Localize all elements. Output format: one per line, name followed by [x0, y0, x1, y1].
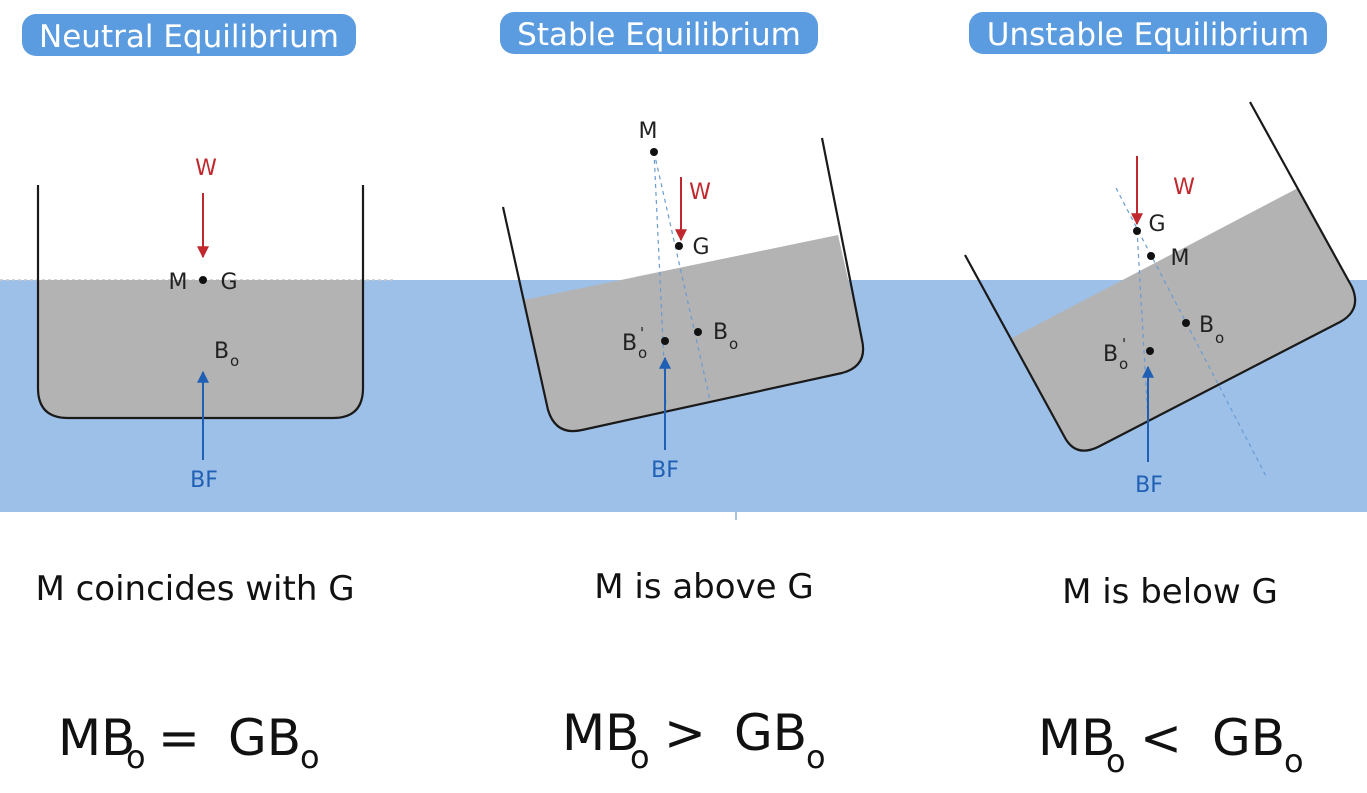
label-b1-stable: B [622, 331, 637, 356]
point-mg-neutral [199, 276, 207, 284]
point-g-unstable [1133, 227, 1141, 235]
formula-right-sub-stable: o [806, 738, 826, 776]
formula-left-neutral: MB [58, 709, 135, 767]
point-b0-stable [694, 328, 702, 336]
title-neutral: Neutral Equilibrium [39, 19, 339, 55]
label-b1-sub-unstable: o [1119, 355, 1128, 373]
panel-neutral: Neutral Equilibrium W M G B o BF M coinc… [22, 14, 365, 776]
caption-stable: M is above G [594, 567, 814, 607]
panel-unstable: Unstable Equilibrium W G M B o B ' o BF … [964, 12, 1357, 780]
formula-left-unstable: MB [1038, 709, 1115, 767]
formula-op-unstable: < [1140, 709, 1182, 767]
point-b1-stable [661, 337, 669, 345]
point-g-stable [675, 242, 683, 250]
vessel-fluid-unstable [1012, 188, 1356, 451]
label-m-stable: M [639, 119, 658, 144]
panel-stable: Stable Equilibrium M W G B ' o B o BF M … [500, 12, 865, 776]
point-b1-unstable [1146, 347, 1154, 355]
vessel-outline-unstable [964, 101, 1357, 452]
formula-left-sub-unstable: o [1106, 742, 1126, 780]
label-g-unstable: G [1148, 212, 1165, 237]
formula-op-stable: > [664, 704, 706, 762]
vessel-outline-neutral [36, 185, 365, 420]
formula-left-sub-stable: o [630, 738, 650, 776]
title-pill-unstable [969, 12, 1327, 54]
formula-left-stable: MB [562, 704, 639, 762]
formula-neutral: MB o = GB o [58, 709, 320, 776]
label-m-neutral: M [169, 270, 188, 295]
metacentre-line-unstable-1 [1115, 187, 1268, 479]
formula-right-stable: GB [734, 704, 807, 762]
buoyancy-label-stable: BF [651, 458, 679, 483]
formula-right-neutral: GB [228, 709, 301, 767]
buoyancy-label-neutral: BF [190, 468, 218, 493]
formula-unstable: MB o < GB o [1038, 709, 1304, 780]
formula-left-sub-neutral: o [126, 738, 146, 776]
title-pill-neutral [22, 14, 356, 56]
buoyancy-label-unstable: BF [1135, 473, 1163, 498]
vessel-fluid-neutral [38, 280, 363, 418]
label-b0-sub-stable: o [729, 335, 738, 353]
label-g-stable: G [692, 235, 709, 260]
vessel-fluid-stable [524, 235, 864, 432]
caption-unstable: M is below G [1062, 572, 1278, 612]
label-b1-sub-stable: o [638, 344, 647, 362]
label-b1-prime-stable: ' [640, 324, 644, 342]
weight-label-neutral: W [195, 156, 217, 181]
formula-right-sub-unstable: o [1284, 742, 1304, 780]
label-b0-sub-neutral: o [230, 352, 239, 370]
label-b0-neutral: B [214, 339, 229, 364]
metacentre-line-stable-2 [653, 151, 711, 401]
formula-right-sub-neutral: o [300, 738, 320, 776]
weight-label-unstable: W [1173, 175, 1195, 200]
caption-neutral: M coincides with G [35, 569, 354, 609]
formula-stable: MB o > GB o [562, 704, 826, 776]
title-unstable: Unstable Equilibrium [987, 17, 1310, 53]
point-b0-unstable [1182, 319, 1190, 327]
label-b0-stable: B [713, 320, 728, 345]
vessel-outline-stable [501, 137, 865, 433]
label-b1-prime-unstable: ' [1122, 335, 1126, 353]
point-m-unstable [1147, 252, 1155, 260]
weight-label-stable: W [689, 180, 711, 205]
title-stable: Stable Equilibrium [517, 17, 801, 53]
title-pill-stable [500, 12, 818, 54]
label-b0-sub-unstable: o [1215, 329, 1224, 347]
formula-op-neutral: = [158, 709, 200, 767]
formula-right-unstable: GB [1212, 709, 1285, 767]
point-m-stable [650, 148, 658, 156]
label-m-unstable: M [1171, 246, 1190, 271]
label-b1-unstable: B [1103, 342, 1118, 367]
label-b0-unstable: B [1199, 313, 1214, 338]
label-g-neutral: G [220, 270, 237, 295]
